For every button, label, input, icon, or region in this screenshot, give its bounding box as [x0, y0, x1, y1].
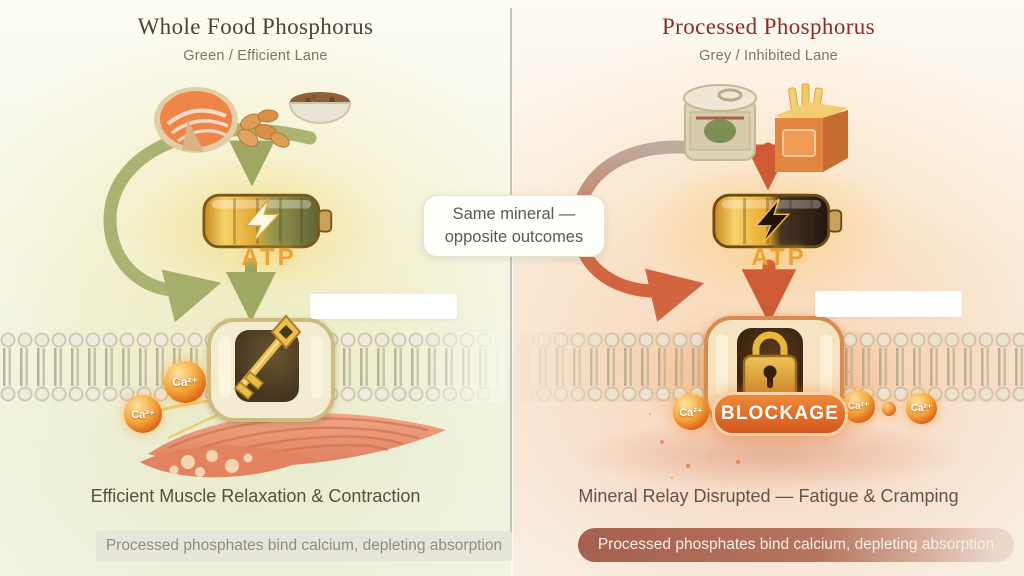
left-subtitle: Green / Efficient Lane: [183, 48, 328, 64]
right-title: Processed Phosphorus: [661, 14, 876, 39]
calcium-ion: Ca²⁺: [673, 394, 709, 430]
right-caption: Mineral Relay Disrupted — Fatigue & Cram…: [578, 486, 959, 506]
salmon-icon: [154, 87, 238, 153]
calcium-ion: Ca²⁺: [906, 393, 937, 424]
right-footnote-text: Processed phosphates bind calcium, deple…: [597, 536, 995, 553]
channel-pillar: [311, 336, 323, 398]
right-panel: Processed Phosphorus Grey / Inhibited La…: [513, 0, 1024, 576]
atp-label-right: ATP: [751, 244, 807, 271]
center-divider: [510, 8, 512, 560]
calcium-ion: Ca²⁺: [124, 395, 162, 433]
bowl-icon: [288, 92, 352, 124]
left-title: Whole Food Phosphorus: [137, 14, 374, 39]
left-caption: Efficient Muscle Relaxation & Contractio…: [90, 486, 421, 506]
redacted-label-box: [815, 291, 962, 317]
calcium-ion-small: [882, 402, 896, 416]
padlock-icon: [742, 331, 798, 398]
tin-can-icon: [683, 84, 757, 161]
muscle-illustration: [140, 413, 446, 478]
key-icon: [233, 314, 302, 401]
calcium-ion-label: Ca²⁺: [131, 408, 155, 421]
left-panel: Whole Food Phosphorus Green / Efficient …: [0, 0, 512, 576]
left-footnote-bar: Processed phosphates bind calcium, deple…: [96, 531, 512, 561]
callout-line2: opposite outcomes: [444, 228, 584, 246]
blockage-label: BLOCKAGE: [720, 403, 840, 424]
blockage-badge: BLOCKAGE: [712, 392, 848, 436]
membrane-fade: [410, 332, 505, 402]
right-footnote-bar: Processed phosphates bind calcium, deple…: [578, 528, 1014, 562]
channel-pillar: [820, 334, 832, 396]
left-footnote-text: Processed phosphates bind calcium, deple…: [105, 537, 503, 554]
right-subtitle: Grey / Inhibited Lane: [699, 48, 838, 64]
calcium-ion-label: Ca²⁺: [910, 403, 933, 414]
redacted-label-box: [310, 294, 457, 319]
calcium-ion-label: Ca²⁺: [679, 406, 703, 419]
calcium-ion: Ca²⁺: [164, 361, 206, 403]
battery-terminal: [317, 209, 333, 233]
callout-line1: Same mineral —: [452, 204, 576, 223]
calcium-ion-label: Ca²⁺: [172, 375, 198, 389]
channel-pillar: [219, 336, 231, 398]
atp-label-left: ATP: [241, 244, 297, 271]
battery-terminal: [827, 209, 843, 233]
calcium-ion-label: Ca²⁺: [847, 401, 870, 412]
whole-food-illustration: [154, 87, 352, 153]
channel-protein-open: [207, 318, 335, 422]
snack-box-icon: [775, 83, 848, 172]
callout-box: Same mineral — opposite outcomes: [423, 195, 605, 257]
processed-food-illustration: [683, 83, 848, 172]
channel-pillar: [716, 334, 728, 396]
almonds-icon: [237, 109, 290, 148]
